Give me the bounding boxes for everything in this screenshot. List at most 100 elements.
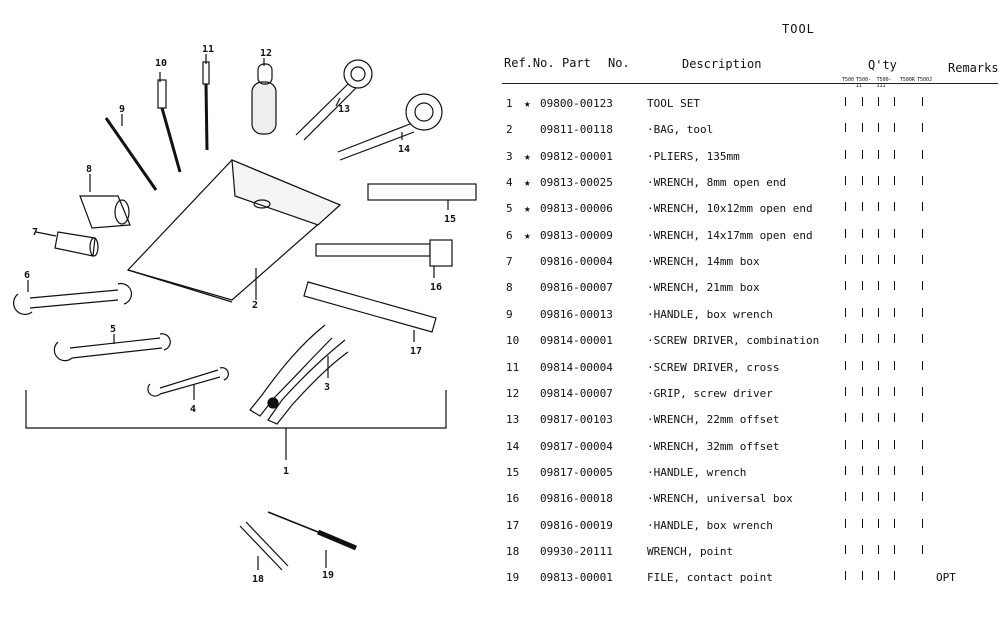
quantity-mark xyxy=(894,97,895,106)
ref-number: 16 xyxy=(506,492,520,505)
quantity-mark xyxy=(862,255,863,264)
quantity-mark xyxy=(862,571,863,580)
quantity-mark xyxy=(894,466,895,475)
exploded-tool-illustration: 10 11 12 9 8 7 6 5 4 2 3 13 14 15 16 17 … xyxy=(0,0,490,617)
quantity-mark xyxy=(878,334,879,343)
quantity-mark xyxy=(862,281,863,290)
quantity-mark xyxy=(845,150,846,159)
callout-1: 1 xyxy=(283,466,289,477)
part-description: TOOL SET xyxy=(647,97,700,110)
quantity-mark xyxy=(845,255,846,264)
wrench-14x17-drawing xyxy=(13,282,133,315)
quantity-mark xyxy=(894,176,895,185)
quantity-mark xyxy=(862,150,863,159)
quantity-mark xyxy=(894,387,895,396)
ref-number: 14 xyxy=(506,440,520,453)
callout-2: 2 xyxy=(252,300,258,311)
quantity-mark xyxy=(878,545,879,554)
offset-wrench-22mm-drawing xyxy=(295,59,373,141)
ref-number: 8 xyxy=(506,281,513,294)
part-description: ·WRENCH, 10x12mm open end xyxy=(647,202,813,215)
quantity-mark xyxy=(894,229,895,238)
quantity-mark xyxy=(845,281,846,290)
quantity-mark xyxy=(894,308,895,317)
quantity-mark xyxy=(894,202,895,211)
part-number: 09817-00004 xyxy=(540,440,613,453)
table-row: 6★09813-00009·WRENCH, 14x17mm open end xyxy=(0,229,1000,249)
quantity-mark xyxy=(862,97,863,106)
handle-wrench-drawing xyxy=(367,183,477,201)
quantity-mark xyxy=(922,281,923,290)
ref-number: 3 xyxy=(506,150,513,163)
callout-9: 9 xyxy=(119,104,125,115)
quantity-mark xyxy=(922,150,923,159)
quantity-mark xyxy=(878,308,879,317)
quantity-mark xyxy=(894,545,895,554)
quantity-mark xyxy=(878,413,879,422)
quantity-mark xyxy=(862,334,863,343)
quantity-mark xyxy=(894,123,895,132)
quantity-mark xyxy=(894,255,895,264)
header-part: Part xyxy=(562,56,591,70)
part-number: 09814-00007 xyxy=(540,387,613,400)
quantity-mark xyxy=(878,466,879,475)
quantity-mark xyxy=(894,150,895,159)
part-description: ·PLIERS, 135mm xyxy=(647,150,740,163)
quantity-mark xyxy=(922,97,923,106)
quantity-mark xyxy=(878,255,879,264)
ref-number: 4 xyxy=(506,176,513,189)
new-part-star: ★ xyxy=(524,229,531,242)
callout-18: 18 xyxy=(252,574,264,585)
ref-number: 19 xyxy=(506,571,520,584)
part-description: ·WRENCH, 8mm open end xyxy=(647,176,787,189)
callout-15: 15 xyxy=(444,214,456,225)
quantity-mark xyxy=(894,519,895,528)
quantity-mark xyxy=(922,123,923,132)
handle-box-wrench-drawing xyxy=(303,281,437,333)
part-number: 09817-00103 xyxy=(540,413,613,426)
callout-12: 12 xyxy=(260,48,272,59)
point-wrench-drawing xyxy=(239,521,289,571)
quantity-mark xyxy=(878,519,879,528)
quantity-mark xyxy=(922,334,923,343)
part-description: ·HANDLE, wrench xyxy=(647,466,747,479)
part-number: 09813-00009 xyxy=(540,229,613,242)
part-description: ·WRENCH, 14x17mm open end xyxy=(647,229,813,242)
quantity-mark xyxy=(878,176,879,185)
model-t500: T500 xyxy=(842,77,855,83)
quantity-mark xyxy=(878,492,879,501)
quantity-mark xyxy=(922,308,923,317)
part-number: 09813-00006 xyxy=(540,202,613,215)
table-row: 3★09812-00001·PLIERS, 135mm xyxy=(0,150,1000,170)
box-wrench-21mm-drawing xyxy=(79,195,131,229)
ref-number: 13 xyxy=(506,413,520,426)
quantity-mark xyxy=(894,334,895,343)
universal-box-wrench-drawing xyxy=(315,239,453,267)
quantity-mark xyxy=(894,281,895,290)
quantity-mark xyxy=(862,492,863,501)
part-number: 09930-20111 xyxy=(540,545,613,558)
table-row: 5★09813-00006·WRENCH, 10x12mm open end xyxy=(0,202,1000,222)
quantity-mark xyxy=(878,229,879,238)
part-number: 09814-00001 xyxy=(540,334,613,347)
quantity-mark xyxy=(922,255,923,264)
ref-number: 7 xyxy=(506,255,513,268)
part-description: ·GRIP, screw driver xyxy=(647,387,773,400)
quantity-mark xyxy=(845,97,846,106)
part-description: ·WRENCH, 32mm offset xyxy=(647,440,780,453)
quantity-mark xyxy=(878,202,879,211)
callout-17: 17 xyxy=(410,346,422,357)
quantity-mark xyxy=(894,571,895,580)
new-part-star: ★ xyxy=(524,97,531,110)
quantity-mark xyxy=(878,123,879,132)
quantity-mark xyxy=(894,413,895,422)
quantity-mark xyxy=(845,308,846,317)
part-number: 09816-00004 xyxy=(540,255,613,268)
